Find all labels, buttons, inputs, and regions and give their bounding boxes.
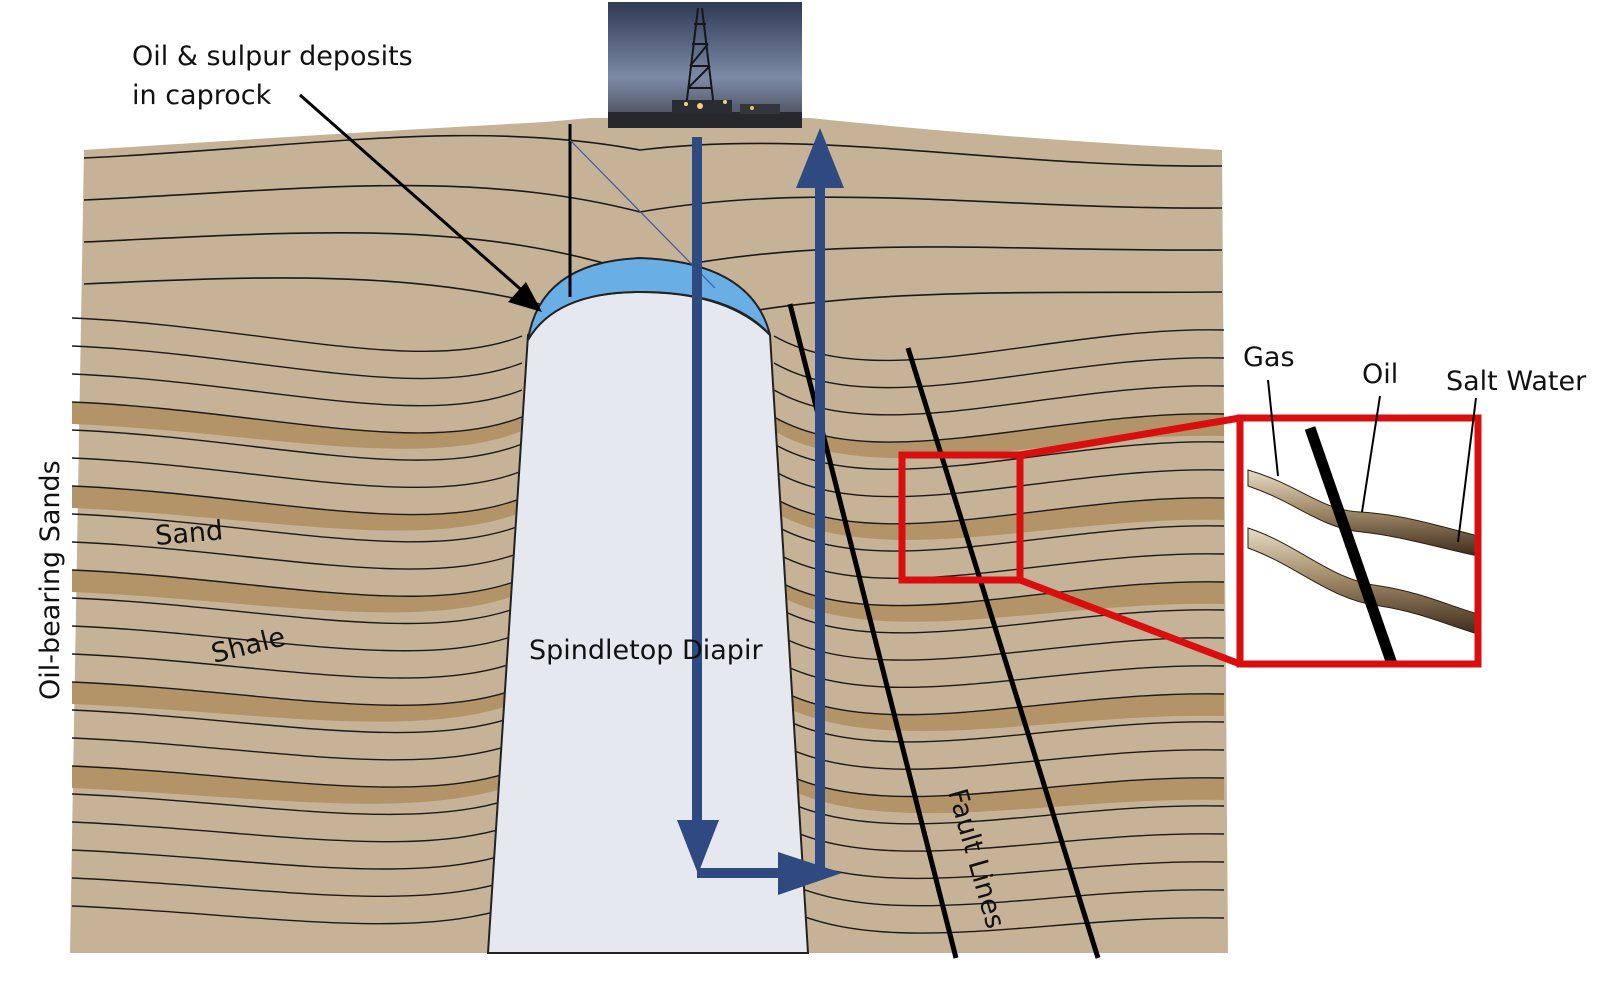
- caprock-pointer: [299, 93, 542, 312]
- layer-line: [71, 821, 523, 843]
- drilling-rig-photo: [608, 2, 802, 128]
- layer-line: [71, 429, 523, 461]
- sand-bands: [72, 402, 1224, 814]
- layer-line: [71, 709, 523, 734]
- caprock-label-line1: Oil & sulpur deposits: [132, 41, 413, 72]
- layer-line: [71, 737, 523, 761]
- layer-line: [83, 134, 1223, 167]
- sand-band-right: [774, 497, 1224, 540]
- thin-well-line: [569, 139, 716, 289]
- salt-dome: [486, 290, 810, 954]
- caprock: [527, 256, 771, 341]
- fault-line-2: [905, 347, 1101, 959]
- layer-line: [773, 902, 1225, 934]
- zoom-inset-frame: [1236, 414, 1482, 668]
- layer-line: [71, 513, 523, 543]
- sand-band-left: [72, 682, 522, 722]
- zoom-source-box: [898, 451, 1024, 584]
- layer-line: [71, 875, 523, 897]
- inset-upper-layer: [1247, 469, 1478, 557]
- diapir-label: Spindletop Diapir: [529, 635, 763, 666]
- sand-band-right: [774, 687, 1224, 732]
- sand-band-left: [72, 486, 522, 531]
- salt-water-label: Salt Water: [1446, 366, 1587, 397]
- caprock-arrow-head: [508, 282, 542, 312]
- layer-line: [71, 401, 523, 434]
- layer-line: [71, 653, 523, 679]
- layer-line: [71, 541, 523, 570]
- arrow-down-head: [677, 820, 719, 874]
- arrow-right-head: [778, 852, 842, 895]
- gas-label: Gas: [1243, 342, 1295, 373]
- caprock-label-line2: in caprock: [132, 80, 272, 111]
- layer-line: [71, 457, 523, 488]
- sand-band-left: [72, 766, 522, 804]
- inset-fault-line: [1304, 426, 1398, 664]
- layer-line: [71, 902, 523, 925]
- zoom-connector-bottom: [1018, 576, 1242, 668]
- oil-bearing-sands-label: Oil-bearing Sands: [35, 460, 66, 700]
- layer-line: [71, 681, 523, 706]
- layer-line: [71, 317, 523, 353]
- gas-pointer: [1267, 379, 1279, 477]
- sand-label: Sand: [154, 515, 224, 552]
- sand-band-right: [774, 579, 1224, 622]
- layer-line: [71, 569, 523, 597]
- layer-line: [71, 793, 523, 816]
- layer-line: [71, 597, 523, 625]
- inset-lower-layer: [1247, 527, 1478, 635]
- oil-pointer: [1361, 395, 1381, 513]
- zoom-inset: [1236, 379, 1482, 668]
- layer-line: [71, 373, 523, 407]
- arrow-up-head: [796, 128, 844, 188]
- well-path-arrows: [677, 128, 844, 895]
- layer-line: [71, 765, 523, 788]
- layer-line: [71, 485, 523, 516]
- layer-line: [773, 875, 1225, 907]
- zoom-connector-top: [1019, 414, 1241, 459]
- sand-band-right: [774, 413, 1224, 459]
- layer-line: [71, 345, 523, 380]
- oil-label: Oil: [1362, 359, 1398, 390]
- sand-band-left: [72, 402, 522, 449]
- sand-band-left: [72, 570, 522, 613]
- layer-line: [71, 848, 523, 870]
- salt-water-pointer: [1457, 397, 1477, 543]
- sand-band-right: [774, 768, 1224, 814]
- layer-line: [71, 625, 523, 652]
